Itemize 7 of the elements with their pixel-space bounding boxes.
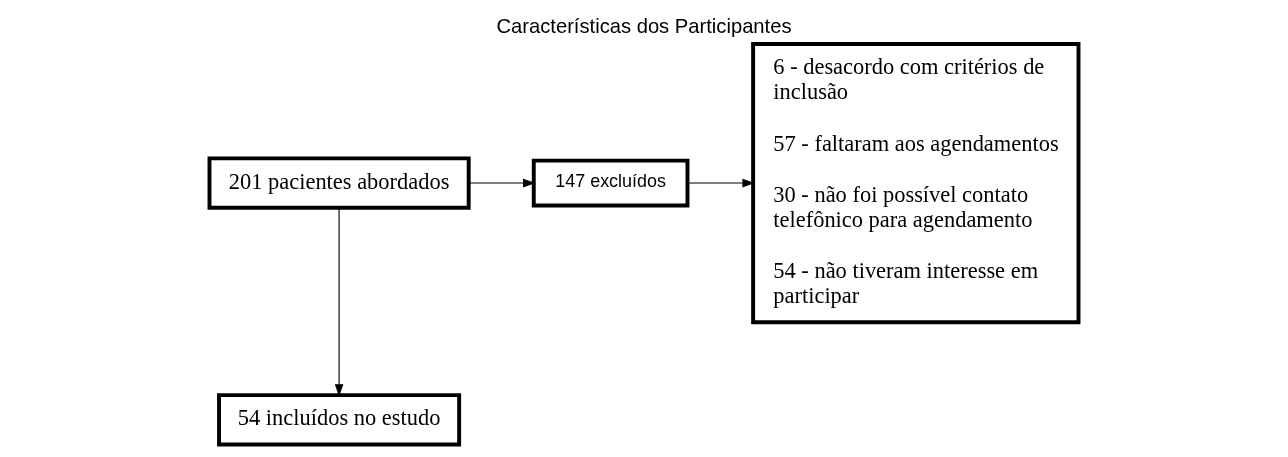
arrow (334, 207, 344, 397)
arrow (686, 178, 755, 188)
node-box: 147 excluídos (531, 158, 690, 208)
node-box: 54 incluídos no estudo (217, 393, 462, 447)
node-box: 201 pacientes abordados (207, 156, 471, 210)
diagram-title: Características dos Participantes (496, 15, 792, 38)
node-box: 6 - desacordo com critérios de inclusão 57 - faltaram aos agendamentos 30 - não foi possível contato telefônico para agendamento 54 - não tiveram interesse em participar (751, 41, 1081, 325)
